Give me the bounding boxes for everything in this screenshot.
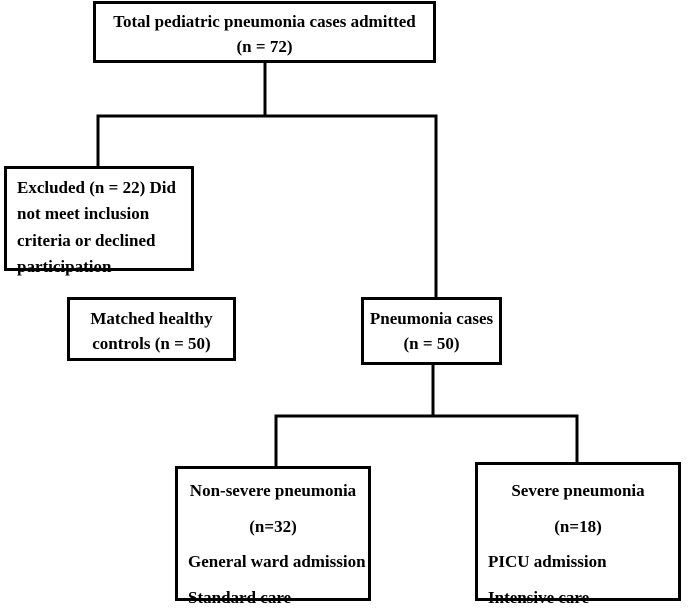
non-severe-care: Standard care <box>188 587 292 607</box>
excluded-line-2: not meet inclusion <box>17 204 150 224</box>
non-severe-title: Non-severe pneumonia <box>189 481 357 500</box>
pneumonia-cases-box: Pneumonia cases (n = 50) <box>361 297 502 365</box>
severe-title: Severe pneumonia <box>511 481 645 500</box>
severe-setting: PICU admission <box>488 552 607 572</box>
severe-box: Severe pneumonia (n=18) PICU admission I… <box>475 462 681 607</box>
excluded-line-4: participation <box>17 257 112 277</box>
matched-controls-box: Matched healthy controls (n = 50) <box>67 297 236 361</box>
non-severe-box: Non-severe pneumonia (n=32) General ward… <box>175 466 371 607</box>
pneumonia-cases-title: Pneumonia cases <box>369 309 494 328</box>
non-severe-count: (n=32) <box>249 516 297 536</box>
controls-line-2: controls (n = 50) <box>92 333 211 353</box>
controls-line-1: Matched healthy <box>90 309 213 328</box>
non-severe-setting: General ward admission <box>188 552 366 572</box>
excluded-line-1: Excluded (n = 22) Did <box>17 178 176 197</box>
total-cases-box: Total pediatric pneumonia cases admitted… <box>93 1 436 63</box>
excluded-line-3: criteria or declined <box>17 230 156 250</box>
total-cases-title: Total pediatric pneumonia cases admitted <box>113 12 416 31</box>
total-cases-count: (n = 72) <box>236 36 293 56</box>
severe-count: (n=18) <box>554 516 602 536</box>
pneumonia-cases-count: (n = 50) <box>403 333 460 353</box>
severe-care: Intensive care <box>488 587 590 607</box>
excluded-box: Excluded (n = 22) Did not meet inclusion… <box>4 166 194 276</box>
